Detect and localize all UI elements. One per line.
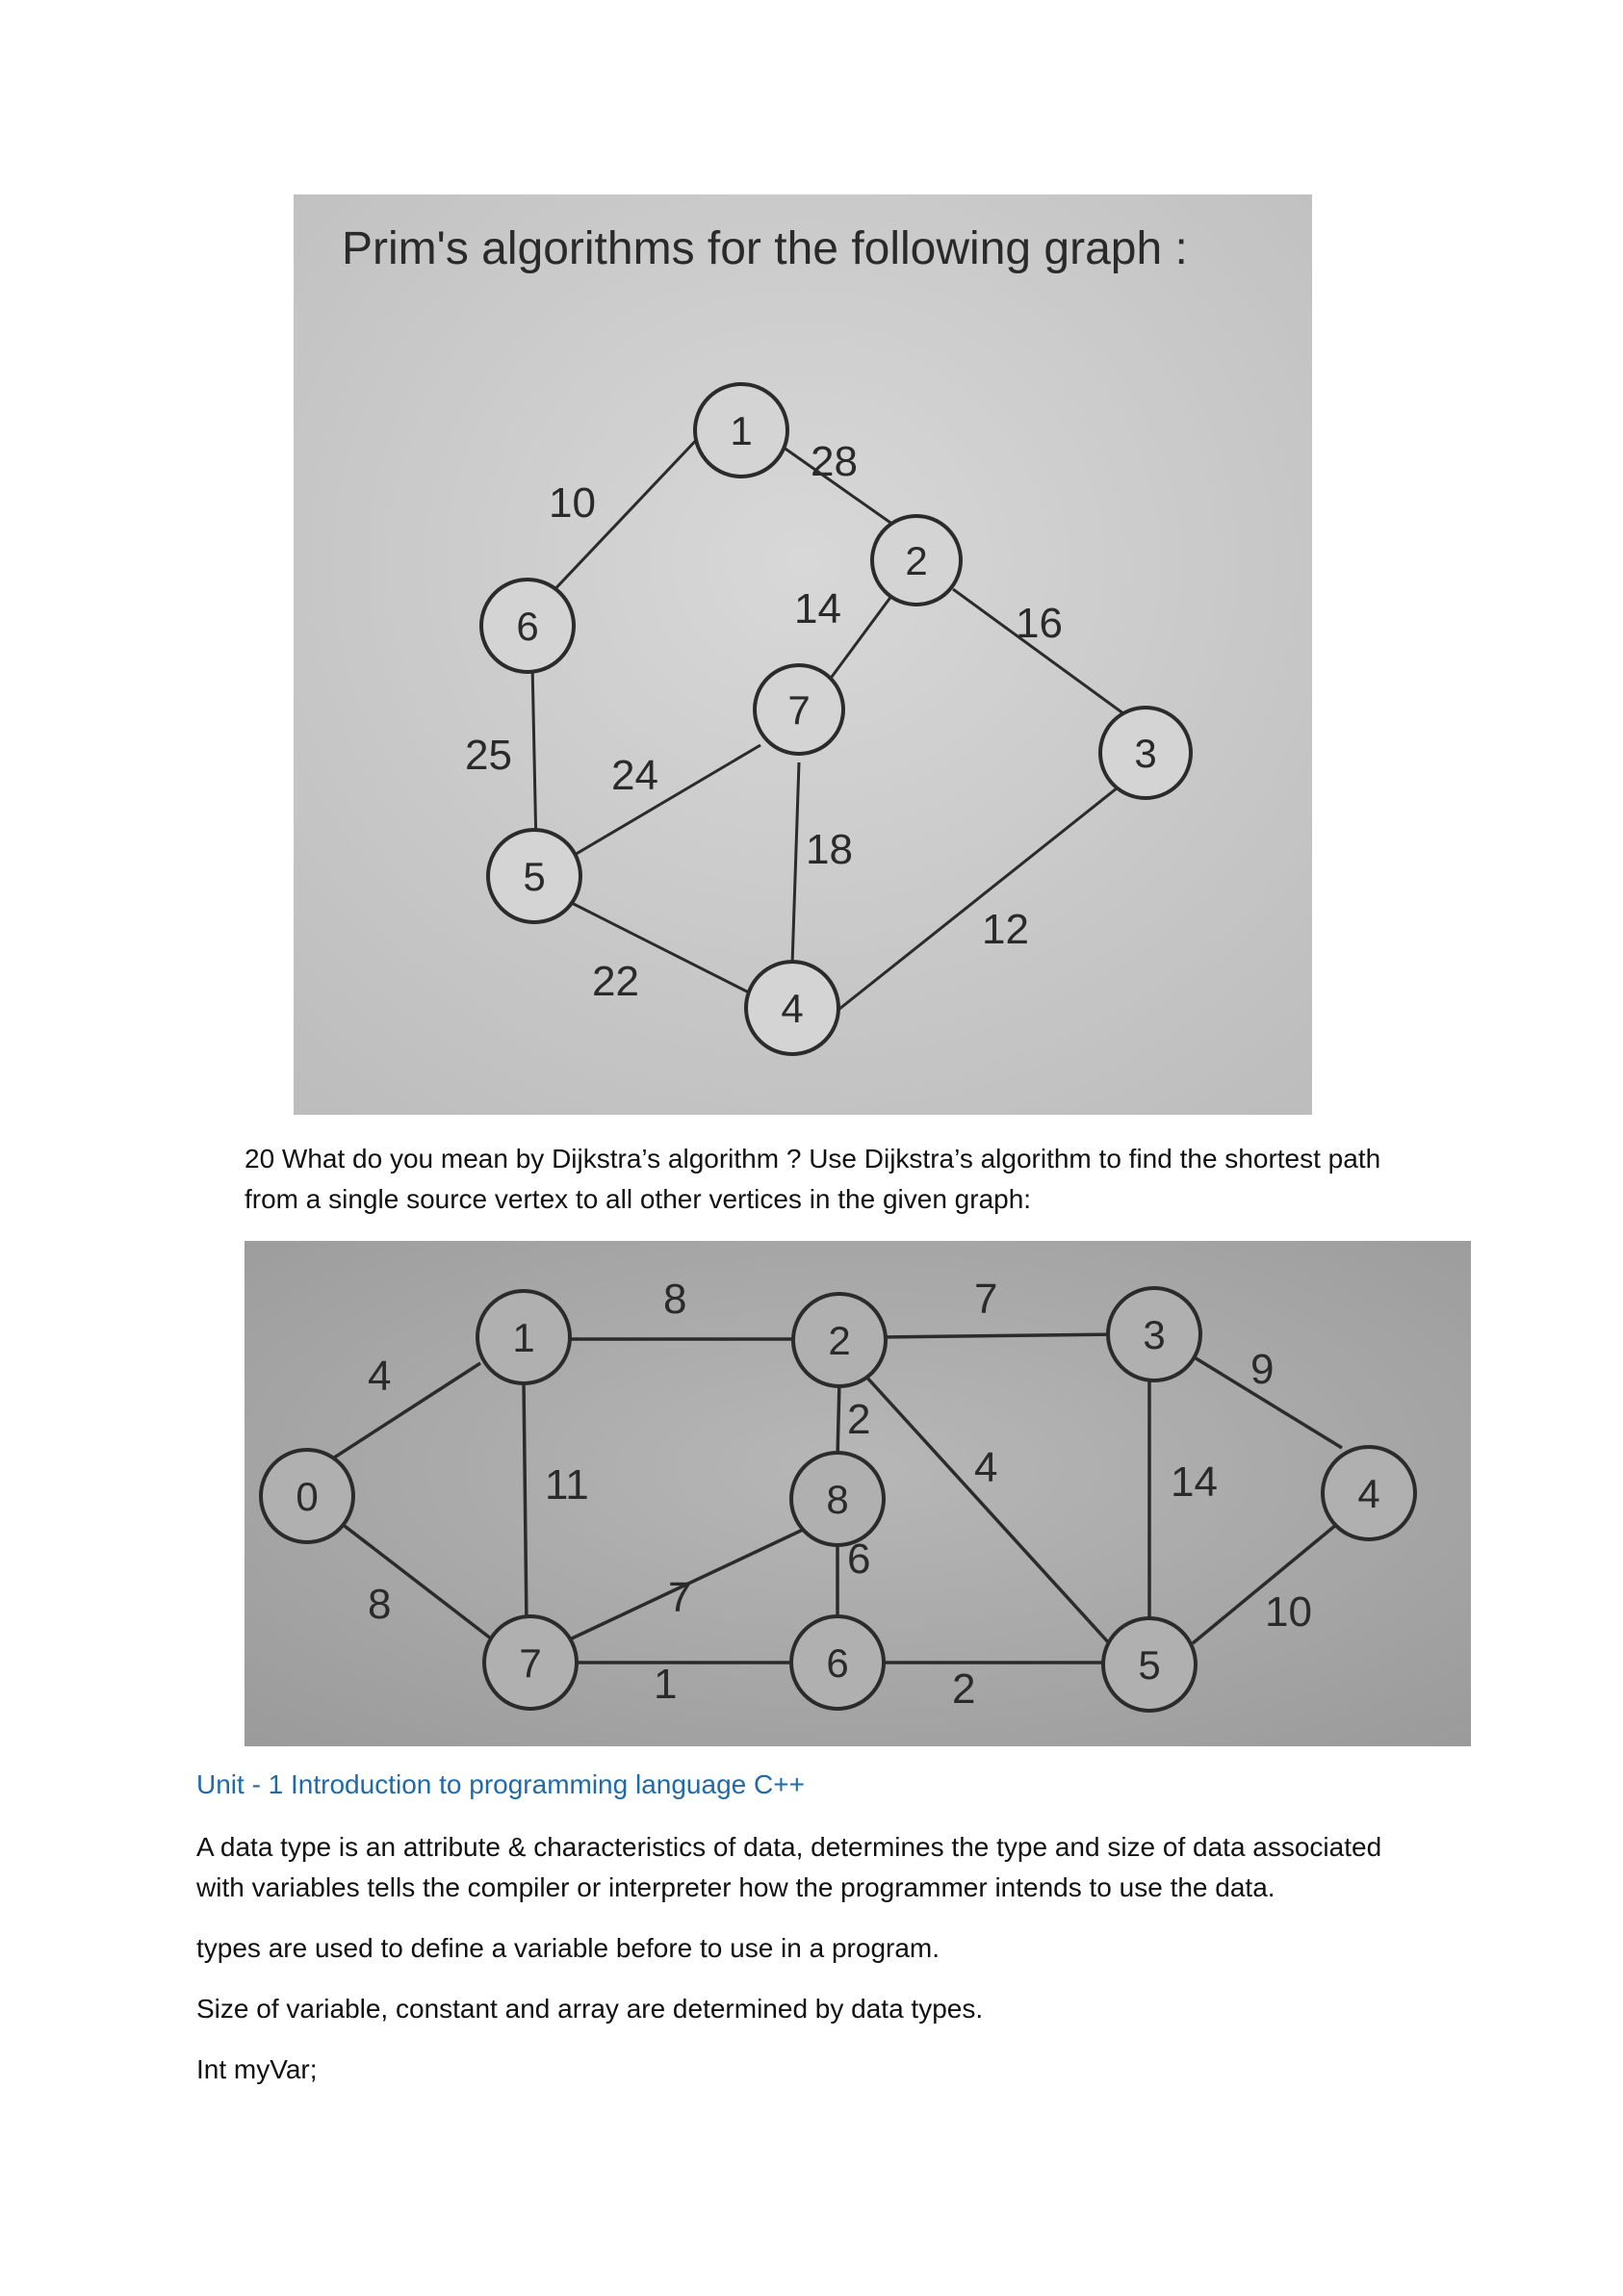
prim-weight-5-4: 22 <box>592 958 639 1005</box>
svg-text:5: 5 <box>1138 1642 1160 1688</box>
dijk-weight-3-5: 14 <box>1171 1458 1218 1506</box>
dijk-weight-6-5: 2 <box>952 1665 975 1713</box>
prim-weight-4-3: 12 <box>982 906 1029 953</box>
dijk-edge-2-8 <box>836 1380 841 1458</box>
dijk-node-0: 0 <box>259 1448 355 1544</box>
prim-weight-2-3: 16 <box>1016 600 1063 647</box>
prim-node-7: 7 <box>753 663 845 756</box>
dijkstra-graph: 4 8 8 11 7 2 4 9 14 7 1 6 2 10 0 1 <box>245 1241 1471 1746</box>
dijk-weight-2-3: 7 <box>974 1276 997 1323</box>
prim-node-5: 5 <box>486 828 582 924</box>
prim-edge-2-7 <box>816 583 902 696</box>
prim-edge-5-7 <box>567 743 761 861</box>
prim-graph-photo: Prim's algorithms for the following grap… <box>294 194 1312 1115</box>
svg-text:6: 6 <box>516 604 538 649</box>
prim-node-6: 6 <box>479 578 576 674</box>
prim-caption: Prim's algorithms for the following grap… <box>342 223 1188 274</box>
dijk-weight-2-5: 4 <box>974 1444 997 1491</box>
dijk-edge-2-3 <box>879 1332 1121 1339</box>
dijk-node-1: 1 <box>476 1289 572 1385</box>
paragraph-size: Size of variable, constant and array are… <box>196 1994 984 2024</box>
prim-edge-6-5 <box>530 662 538 850</box>
prim-edge-4-3 <box>834 775 1132 1015</box>
question-line-2: from a single source vertex to all other… <box>245 1184 1032 1214</box>
prim-edge-7-4 <box>790 761 801 966</box>
dijk-edge-5-4 <box>1191 1518 1344 1645</box>
dijk-node-8: 8 <box>789 1451 886 1547</box>
svg-text:7: 7 <box>787 687 810 733</box>
svg-text:7: 7 <box>519 1640 541 1686</box>
svg-text:2: 2 <box>905 538 927 583</box>
dijk-edge-3-4 <box>1192 1354 1343 1450</box>
svg-text:3: 3 <box>1143 1312 1165 1357</box>
prim-edge-5-4 <box>565 898 752 995</box>
paragraph-data-type-line-1: A data type is an attribute & characteri… <box>196 1832 1382 1862</box>
dijk-edge-1-7 <box>522 1380 528 1627</box>
dijk-weight-7-8: 7 <box>668 1574 691 1621</box>
svg-text:2: 2 <box>828 1318 850 1363</box>
prim-node-3: 3 <box>1098 706 1193 800</box>
prim-graph: Prim's algorithms for the following grap… <box>294 194 1312 1115</box>
paragraph-types: types are used to define a variable befo… <box>196 1933 940 1963</box>
dijk-node-3: 3 <box>1106 1286 1202 1382</box>
dijk-weight-2-8: 2 <box>847 1396 870 1443</box>
prim-node-1: 1 <box>693 382 789 478</box>
dijk-weight-3-4: 9 <box>1250 1346 1274 1393</box>
prim-edge-1-6 <box>528 431 705 618</box>
svg-text:0: 0 <box>296 1474 318 1519</box>
svg-text:5: 5 <box>523 854 545 899</box>
dijk-weight-1-7: 11 <box>545 1461 589 1509</box>
prim-weight-1-2: 28 <box>811 438 858 485</box>
dijk-edge-0-1 <box>311 1361 481 1474</box>
prim-edge-2-3 <box>952 587 1132 721</box>
paragraph-data-type-line-2: with variables tells the compiler or int… <box>196 1872 1275 1902</box>
dijkstra-graph-photo: 4 8 8 11 7 2 4 9 14 7 1 6 2 10 0 1 <box>245 1241 1471 1746</box>
dijk-weight-5-4: 10 <box>1265 1588 1312 1636</box>
svg-text:1: 1 <box>730 408 752 453</box>
dijk-edge-2-5 <box>863 1374 1113 1647</box>
dijk-node-4: 4 <box>1321 1445 1417 1541</box>
prim-weight-5-7: 24 <box>611 752 658 799</box>
prim-weight-2-7: 14 <box>794 585 841 632</box>
question-20: 20 What do you mean by Dijkstra’s algori… <box>245 1139 1496 1220</box>
dijk-node-5: 5 <box>1101 1616 1198 1713</box>
unit-heading: Unit - 1 Introduction to programming lan… <box>196 1769 805 1799</box>
dijk-weight-0-7: 8 <box>368 1581 391 1628</box>
svg-text:4: 4 <box>781 986 803 1031</box>
paragraph-code: Int myVar; <box>196 2054 318 2084</box>
dijk-weight-1-2: 8 <box>663 1276 686 1323</box>
question-line-1: 20 What do you mean by Dijkstra’s algori… <box>245 1144 1381 1174</box>
svg-text:3: 3 <box>1134 731 1156 776</box>
dijk-weight-7-6: 1 <box>654 1661 677 1708</box>
svg-text:4: 4 <box>1357 1471 1379 1516</box>
dijk-node-7: 7 <box>482 1614 579 1711</box>
dijk-node-2: 2 <box>791 1292 888 1388</box>
svg-text:8: 8 <box>826 1477 848 1522</box>
prim-weight-1-6: 10 <box>549 479 596 527</box>
svg-text:1: 1 <box>512 1315 534 1360</box>
prim-weight-7-4: 18 <box>806 826 853 873</box>
prim-node-4: 4 <box>744 960 840 1056</box>
prim-node-2: 2 <box>870 514 963 606</box>
dijk-edge-7-8 <box>556 1528 804 1647</box>
paragraph-data-type: A data type is an attribute & characteri… <box>196 1827 1381 1908</box>
svg-text:6: 6 <box>826 1640 848 1686</box>
dijk-weight-0-1: 4 <box>368 1353 391 1400</box>
prim-weight-6-5: 25 <box>465 732 512 779</box>
dijk-node-6: 6 <box>789 1614 886 1711</box>
